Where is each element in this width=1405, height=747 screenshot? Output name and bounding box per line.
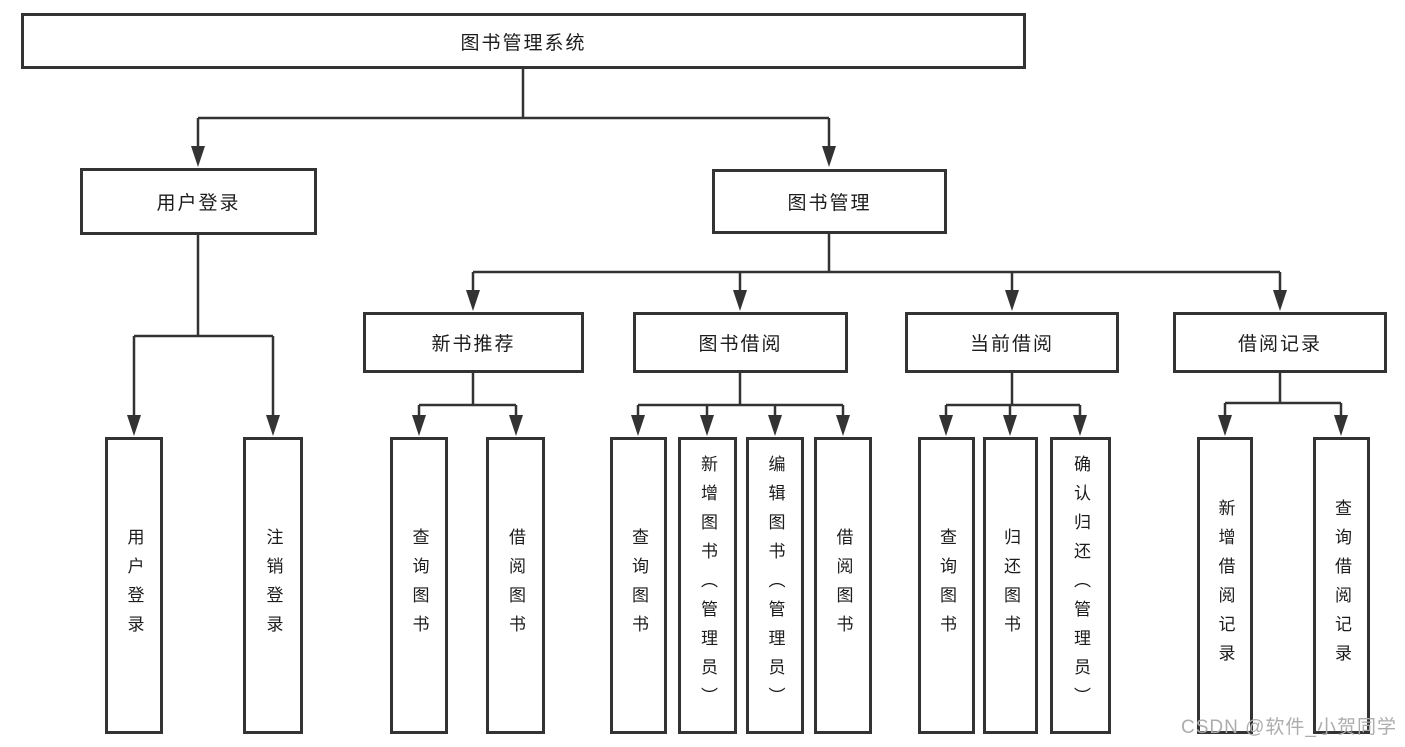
node-book-borrow-label: 图书借阅 xyxy=(698,334,783,355)
csdn-watermark: CSDN @软件_小贺同学 xyxy=(1181,717,1397,738)
leaf-current-query-books-label: 查询图书 xyxy=(937,527,956,644)
leaf-borrow-query-books-label: 查询图书 xyxy=(629,527,648,644)
node-user-login-label: 用户登录 xyxy=(156,193,241,214)
leaf-borrow-edit-books-admin: 编辑图书（管理员） xyxy=(746,437,804,734)
leaf-recommend-query-books-label: 查询图书 xyxy=(409,527,429,644)
leaf-recommend-query-books: 查询图书 xyxy=(390,437,448,734)
leaf-current-return-books-label: 归还图书 xyxy=(1001,527,1020,644)
leaf-user-login: 用户登录 xyxy=(105,437,163,734)
node-book-borrow: 图书借阅 xyxy=(633,312,848,373)
node-current-borrow: 当前借阅 xyxy=(905,312,1119,373)
leaf-current-confirm-return-admin: 确认归还（管理员） xyxy=(1050,437,1111,734)
leaf-logout: 注销登录 xyxy=(243,437,303,734)
leaf-records-query-record: 查询借阅记录 xyxy=(1313,437,1370,734)
leaf-logout-label: 注销登录 xyxy=(263,527,283,644)
node-root: 图书管理系统 xyxy=(21,13,1026,69)
leaf-borrow-borrow-books: 借阅图书 xyxy=(814,437,872,734)
node-borrow-records: 借阅记录 xyxy=(1173,312,1387,373)
leaf-borrow-add-books-admin: 新增图书（管理员） xyxy=(678,437,737,734)
leaf-records-add-record-label: 新增借阅记录 xyxy=(1215,498,1235,673)
leaf-recommend-borrow-books-label: 借阅图书 xyxy=(506,527,525,644)
leaf-user-login-label: 用户登录 xyxy=(124,527,144,644)
node-root-label: 图书管理系统 xyxy=(460,32,587,54)
arrow-heads xyxy=(127,146,1348,436)
node-current-borrow-label: 当前借阅 xyxy=(969,334,1054,355)
node-borrow-records-label: 借阅记录 xyxy=(1237,334,1322,355)
leaf-borrow-add-books-admin-label: 新增图书（管理员） xyxy=(698,455,717,716)
node-new-book-recommend: 新书推荐 xyxy=(363,312,584,373)
leaf-borrow-query-books: 查询图书 xyxy=(610,437,667,734)
leaf-records-query-record-label: 查询借阅记录 xyxy=(1332,498,1351,673)
leaf-records-add-record: 新增借阅记录 xyxy=(1197,437,1253,734)
node-user-login: 用户登录 xyxy=(80,168,317,235)
leaf-current-query-books: 查询图书 xyxy=(918,437,975,734)
node-new-book-recommend-label: 新书推荐 xyxy=(431,334,516,355)
connector-paths xyxy=(132,69,1343,419)
leaf-current-confirm-return-admin-label: 确认归还（管理员） xyxy=(1071,455,1090,716)
leaf-recommend-borrow-books: 借阅图书 xyxy=(486,437,545,734)
leaf-current-return-books: 归还图书 xyxy=(983,437,1038,734)
node-book-management: 图书管理 xyxy=(712,169,947,234)
leaf-borrow-edit-books-admin-label: 编辑图书（管理员） xyxy=(765,455,785,716)
node-book-management-label: 图书管理 xyxy=(787,193,872,214)
leaf-borrow-borrow-books-label: 借阅图书 xyxy=(833,527,853,644)
